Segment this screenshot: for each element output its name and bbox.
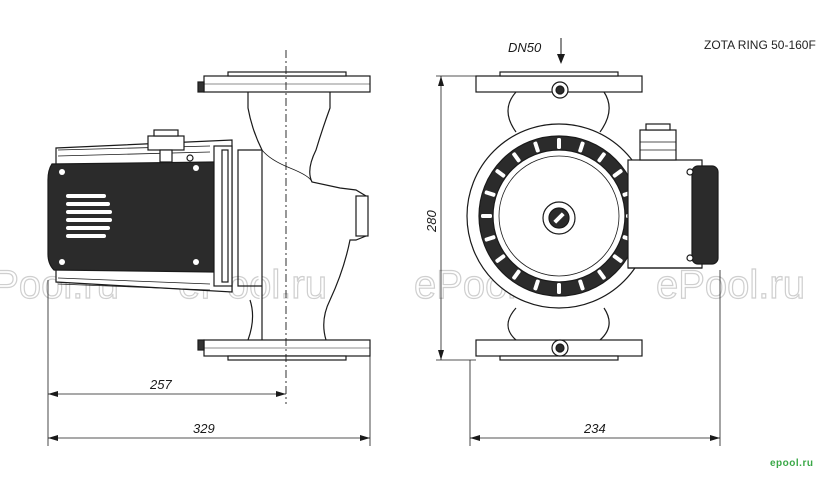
top-flange: [197, 71, 371, 93]
model-title: ZOTA RING 50-160F: [704, 38, 816, 52]
dimension-lines: [47, 75, 721, 446]
vent-slots: [66, 194, 112, 238]
ring-rib: [484, 235, 496, 242]
terminal-box: [627, 123, 719, 269]
ring-rib: [533, 141, 540, 153]
ring-rib: [612, 254, 623, 263]
cable-gland: [147, 129, 194, 163]
port-label: DN50: [508, 40, 542, 55]
ring-rib: [481, 214, 492, 218]
dimension-labels: 257 329 234 280 DN50: [149, 40, 606, 436]
dim-280-label: 280: [424, 210, 439, 233]
ring-rib: [484, 190, 496, 197]
ring-rib: [557, 283, 561, 294]
dim-234-label: 234: [583, 421, 606, 436]
ring-rib: [597, 152, 606, 163]
dimension-arrows: [48, 76, 720, 441]
ring-rib: [557, 138, 561, 149]
brand-logo[interactable]: epool.ru: [770, 458, 814, 469]
ring-rib: [578, 279, 585, 291]
ring-rib: [533, 279, 540, 291]
side-view: [466, 38, 719, 361]
motor-housing: [47, 139, 233, 293]
bottom-flange: [197, 339, 371, 361]
dim-329-label: 329: [193, 421, 215, 436]
front-view: [47, 50, 371, 404]
ring-rib: [495, 169, 506, 178]
dim-257-label: 257: [149, 377, 172, 392]
ring-rib: [495, 254, 506, 263]
ring-rib: [612, 169, 623, 178]
ring-rib: [578, 141, 585, 153]
ring-rib: [597, 269, 606, 280]
ring-rib: [512, 269, 521, 280]
ring-ribs: [481, 138, 637, 294]
watermark-text: ePool.ru: [656, 263, 805, 307]
ring-rib: [512, 152, 521, 163]
